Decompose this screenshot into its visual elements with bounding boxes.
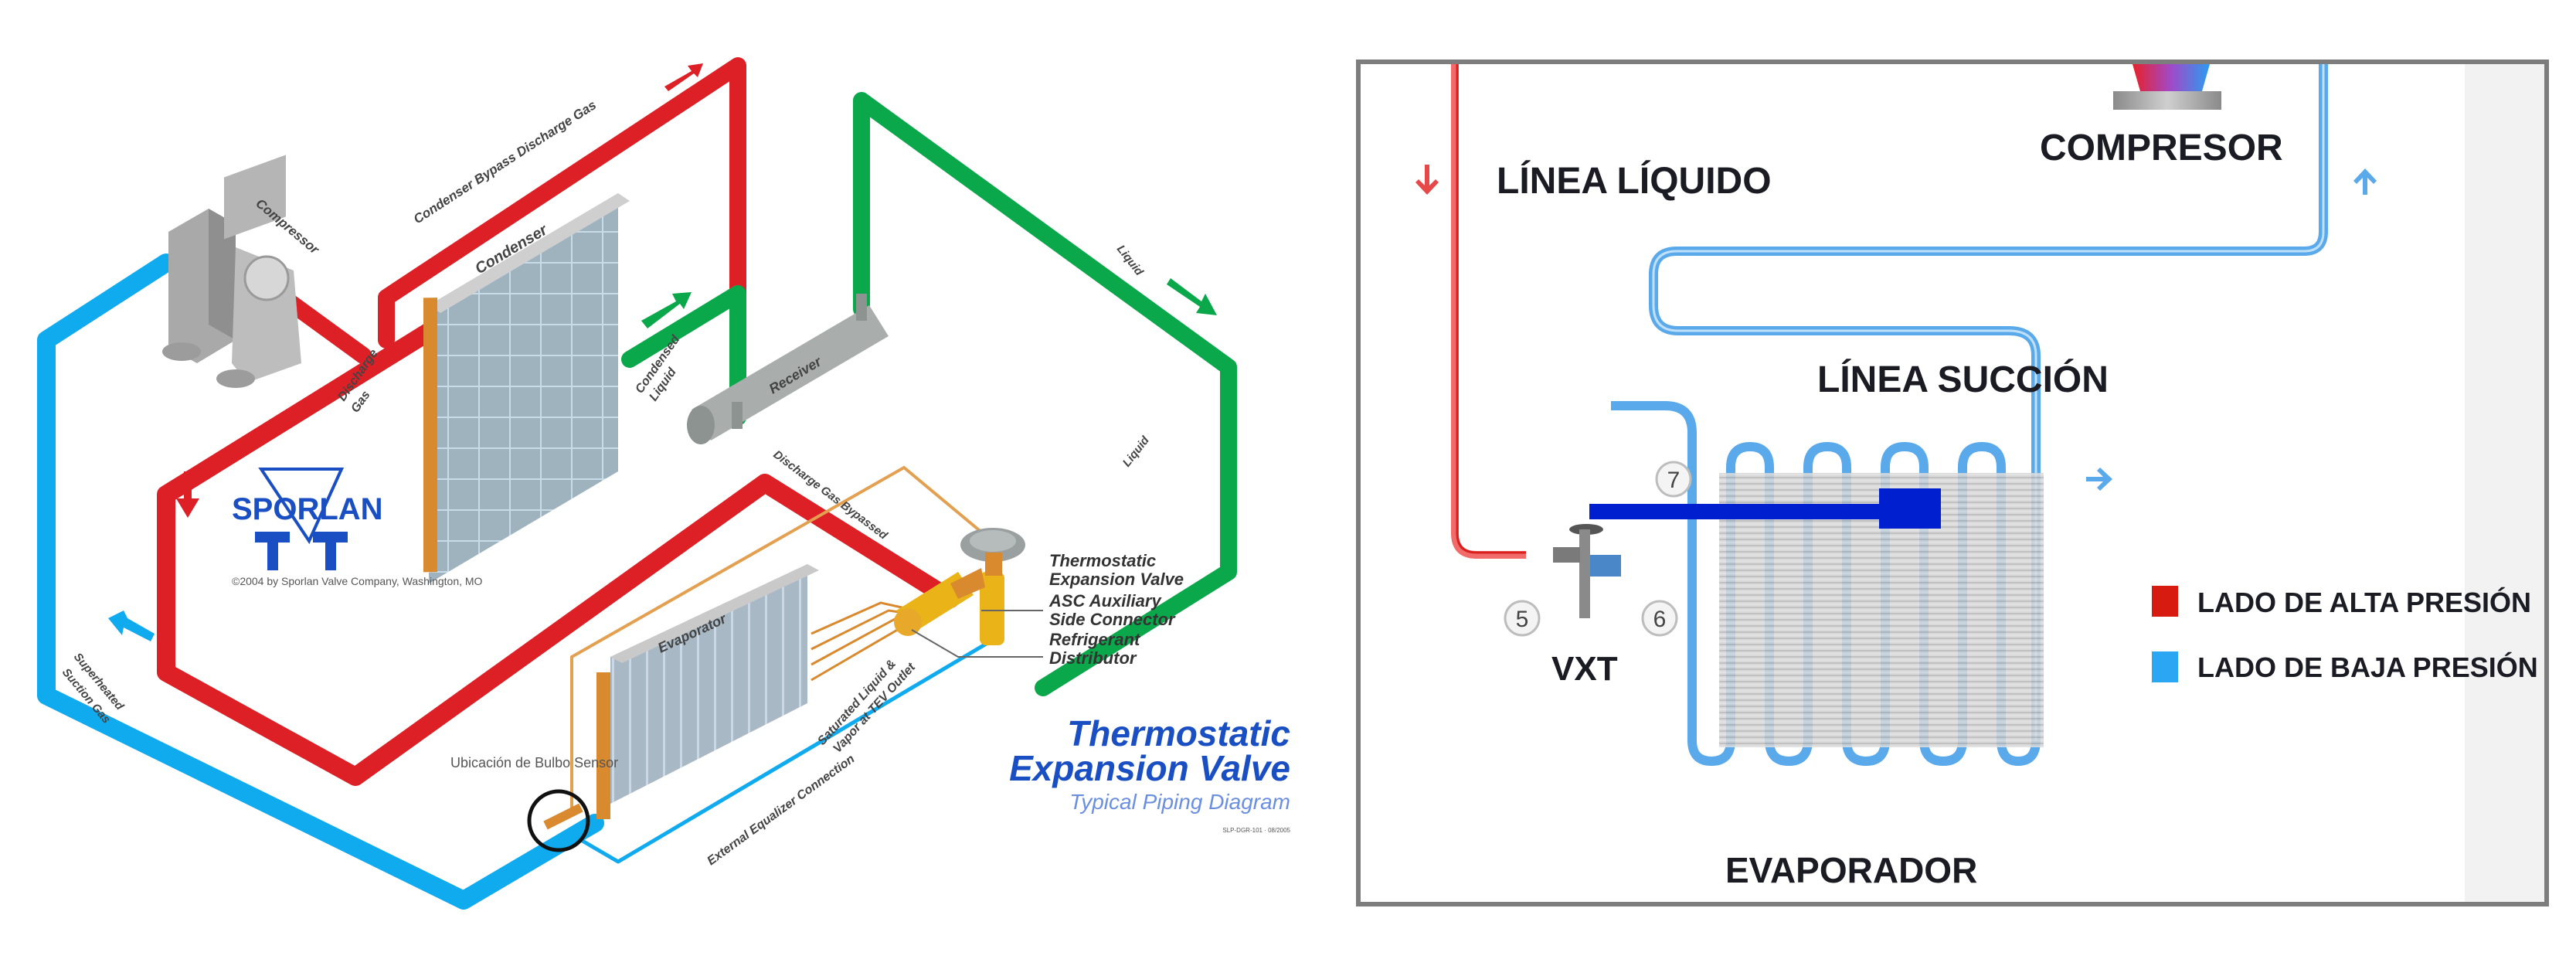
tev-callout-4: Side Connector xyxy=(1049,610,1176,629)
condensed-liquid-pipe xyxy=(621,285,746,426)
compressor-graphic xyxy=(162,155,301,388)
left-tev-diagram: Compressor Condenser Receiver Evaporator xyxy=(37,57,1291,910)
suction-line-pipe xyxy=(37,253,604,910)
suction-line-label: LÍNEA SUCCIÓN xyxy=(1817,358,2109,400)
bulb-sensor-label: Ubicación de Bulbo Sensor xyxy=(450,755,618,770)
bypass-flow-arrow-icon xyxy=(664,63,703,91)
legend-swatch-high xyxy=(2152,586,2178,617)
bulb-sensor-circle xyxy=(527,789,590,852)
compressor-icon xyxy=(2113,64,2221,110)
suction-up-arrow-icon xyxy=(108,611,155,641)
liquid-upper-label: Liquid xyxy=(1114,243,1147,279)
discharge-down-arrow-icon xyxy=(176,471,199,518)
point-marker-7: 7 xyxy=(1655,461,1692,498)
discharge-gas-pipe xyxy=(157,315,960,786)
suction-up-arrow-icon xyxy=(2353,168,2377,195)
external-equalizer-label: External Equalizer Connection xyxy=(705,752,857,868)
diagram-title-line2: Expansion Valve xyxy=(1009,748,1290,788)
svg-text:5: 5 xyxy=(1516,607,1529,632)
vxt-valve-graphic xyxy=(1553,524,1621,618)
svg-text:7: 7 xyxy=(1667,468,1681,493)
legend-label-low: LADO DE BAJA PRESIÓN xyxy=(2197,651,2538,683)
receiver-graphic xyxy=(687,294,889,444)
sporlan-brand-text: SPORLAN xyxy=(232,492,383,526)
legend-label-high: LADO DE ALTA PRESIÓN xyxy=(2197,586,2531,618)
diagram-subtitle: Typical Piping Diagram xyxy=(1069,790,1290,814)
suction-right-arrow-icon xyxy=(2086,468,2112,491)
legend-swatch-low xyxy=(2152,651,2178,682)
diagram-code: SLP-DGR-101 · 08/2005 xyxy=(1222,827,1290,834)
tev-callouts: Thermostatic Expansion Valve ASC Auxilia… xyxy=(1048,551,1184,668)
sensing-bulb xyxy=(1879,488,1941,529)
condensed-flow-arrow-icon xyxy=(641,292,692,328)
liquid-line-label: LÍNEA LÍQUIDO xyxy=(1497,160,1772,202)
tev-valve-graphic xyxy=(894,528,1025,645)
liquid-lower-label: Liquid xyxy=(1120,434,1153,470)
evaporator-label-es: EVAPORADOR xyxy=(1725,850,1977,890)
liquid-line-core xyxy=(1456,64,1526,554)
sporlan-logo: SPORLAN xyxy=(232,468,383,570)
liquid-line-pipe xyxy=(853,92,1237,696)
compressor-label-es: COMPRESOR xyxy=(2040,128,2283,168)
liquid-line-pipe-red xyxy=(1451,64,1526,559)
tev-callout-1: Thermostatic xyxy=(1049,551,1156,570)
liquid-flow-arrow-icon xyxy=(1167,278,1217,315)
bulb-capillary-line xyxy=(570,465,998,815)
tev-callout-6: Distributor xyxy=(1049,648,1137,668)
svg-text:6: 6 xyxy=(1653,607,1667,632)
bypass-label: Condenser Bypass Discharge Gas xyxy=(411,97,599,226)
tev-leader-lines xyxy=(911,610,1043,658)
liquid-down-arrow-icon xyxy=(1415,165,1439,195)
tev-callout-3: ASC Auxiliary xyxy=(1048,591,1162,611)
point-marker-6: 6 xyxy=(1641,600,1678,637)
evaporator-graphic xyxy=(596,564,819,819)
right-refrigeration-panel: 5 6 7 LÍNEA LÍQUIDO COMPRESOR LÍNEA SUCC… xyxy=(1356,60,2549,906)
condenser-bypass-pipe xyxy=(378,57,746,349)
diagram-title-line1: Thermostatic xyxy=(1067,713,1290,753)
sensor-bulb xyxy=(543,803,583,830)
suction-line-highlight xyxy=(1652,64,2325,740)
condenser-graphic xyxy=(423,193,630,583)
copyright-text: ©2004 by Sporlan Valve Company, Washingt… xyxy=(232,575,483,587)
panel-right-strip xyxy=(2465,64,2544,902)
tev-callout-2: Expansion Valve xyxy=(1049,570,1184,589)
compressor-label: Compressor xyxy=(253,196,322,258)
bulb-capillary-bar xyxy=(1589,504,1902,519)
tev-callout-5: Refrigerant xyxy=(1049,630,1141,649)
vxt-label: VXT xyxy=(1551,650,1618,688)
point-marker-5: 5 xyxy=(1504,600,1541,637)
pressure-legend: LADO DE ALTA PRESIÓN LADO DE BAJA PRESIÓ… xyxy=(2152,586,2538,683)
